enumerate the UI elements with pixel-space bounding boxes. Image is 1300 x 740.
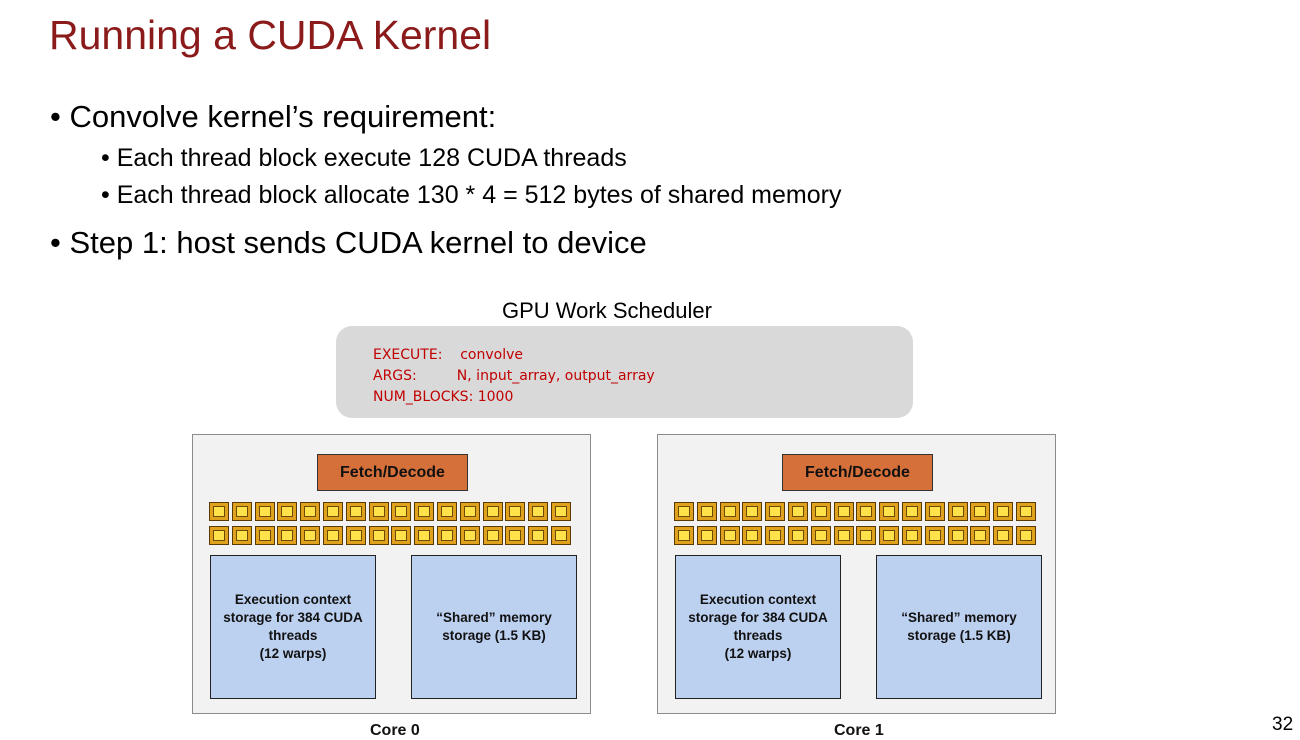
alu-unit	[368, 502, 389, 521]
alu-unit	[674, 526, 694, 545]
alu-unit	[391, 502, 412, 521]
alu-unit	[674, 502, 694, 521]
alu-unit	[787, 502, 808, 521]
alu-unit	[505, 526, 526, 545]
bullet-step1: • Step 1: host sends CUDA kernel to devi…	[50, 225, 647, 261]
alu-unit	[231, 526, 252, 545]
bullet-dot: •	[50, 225, 61, 260]
core-0: Fetch/Decode Execution context storage f…	[192, 434, 591, 714]
scheduler-numblocks-line: NUM_BLOCKS: 1000	[373, 389, 514, 405]
core-1: Fetch/Decode Execution context storage f…	[657, 434, 1056, 714]
alu-unit	[436, 502, 457, 521]
sub-bullet-shared-memory: • Each thread block allocate 130 * 4 = 5…	[101, 181, 841, 210]
alu-unit	[765, 502, 786, 521]
alu-unit	[482, 502, 503, 521]
alu-unit	[414, 526, 435, 545]
bullet-dot: •	[50, 99, 61, 134]
bullet-dot: •	[101, 144, 110, 172]
alu-unit	[322, 526, 343, 545]
bullet-text: Step 1: host sends CUDA kernel to device	[69, 225, 647, 260]
execution-context-storage: Execution context storage for 384 CUDA t…	[210, 555, 376, 699]
alu-unit	[1015, 526, 1036, 545]
bullet-convolve-requirement: • Convolve kernel’s requirement:	[50, 99, 496, 135]
alu-unit	[810, 502, 831, 521]
alu-unit	[550, 502, 571, 521]
alu-unit	[209, 502, 229, 521]
alu-unit	[901, 526, 922, 545]
core-0-label: Core 0	[370, 722, 420, 739]
alu-unit	[833, 502, 854, 521]
alu-unit	[322, 502, 343, 521]
alu-unit	[414, 502, 435, 521]
alu-unit	[528, 502, 549, 521]
alu-unit	[459, 502, 480, 521]
alu-unit	[209, 526, 229, 545]
alu-unit	[300, 526, 321, 545]
alu-unit	[459, 526, 480, 545]
page-number: 32	[1272, 714, 1294, 735]
alu-unit	[993, 526, 1014, 545]
alu-unit	[436, 526, 457, 545]
alu-unit	[368, 526, 389, 545]
scheduler-box: EXECUTE: convolve ARGS: N, input_array, …	[336, 326, 913, 418]
bullet-dot: •	[101, 181, 110, 209]
alu-unit	[696, 502, 717, 521]
alu-unit	[528, 526, 549, 545]
alu-unit	[254, 526, 275, 545]
alu-unit	[879, 502, 900, 521]
bullet-text: Each thread block execute 128 CUDA threa…	[116, 144, 627, 172]
scheduler-title: GPU Work Scheduler	[502, 298, 712, 323]
alu-unit	[696, 526, 717, 545]
alu-unit	[742, 502, 763, 521]
alu-unit	[231, 502, 252, 521]
shared-memory-storage: “Shared” memory storage (1.5 KB)	[411, 555, 577, 699]
alu-unit	[719, 502, 740, 521]
alu-unit	[505, 502, 526, 521]
sub-bullet-threads: • Each thread block execute 128 CUDA thr…	[101, 144, 627, 173]
alu-unit	[277, 526, 298, 545]
alu-unit	[765, 526, 786, 545]
alu-unit	[947, 526, 968, 545]
alu-row	[674, 526, 1039, 545]
alu-unit	[856, 526, 877, 545]
alu-unit	[787, 526, 808, 545]
alu-unit	[391, 526, 412, 545]
alu-unit	[277, 502, 298, 521]
alu-row	[209, 526, 574, 545]
alu-unit	[482, 526, 503, 545]
alu-unit	[970, 526, 991, 545]
alu-unit	[345, 502, 366, 521]
alu-unit	[879, 526, 900, 545]
shared-memory-storage: “Shared” memory storage (1.5 KB)	[876, 555, 1042, 699]
alu-unit	[345, 526, 366, 545]
fetch-decode-unit: Fetch/Decode	[317, 454, 468, 491]
scheduler-args-line: ARGS: N, input_array, output_array	[373, 368, 655, 384]
alu-unit	[947, 502, 968, 521]
execution-context-storage: Execution context storage for 384 CUDA t…	[675, 555, 841, 699]
bullet-text: Each thread block allocate 130 * 4 = 512…	[116, 181, 842, 209]
bullet-text: Convolve kernel’s requirement:	[69, 99, 497, 134]
alu-unit	[810, 526, 831, 545]
alu-unit	[742, 526, 763, 545]
alu-unit	[300, 502, 321, 521]
alu-unit	[901, 502, 922, 521]
alu-unit	[254, 502, 275, 521]
alu-row	[674, 502, 1039, 521]
alu-unit	[856, 502, 877, 521]
alu-unit	[924, 526, 945, 545]
alu-unit	[833, 526, 854, 545]
alu-unit	[924, 502, 945, 521]
alu-unit	[1015, 502, 1036, 521]
core-1-label: Core 1	[834, 722, 884, 739]
fetch-decode-unit: Fetch/Decode	[782, 454, 933, 491]
alu-unit	[993, 502, 1014, 521]
alu-row	[209, 502, 574, 521]
alu-unit	[719, 526, 740, 545]
alu-unit	[970, 502, 991, 521]
scheduler-execute-line: EXECUTE: convolve	[373, 347, 523, 363]
slide-title: Running a CUDA Kernel	[49, 12, 492, 58]
alu-unit	[550, 526, 571, 545]
